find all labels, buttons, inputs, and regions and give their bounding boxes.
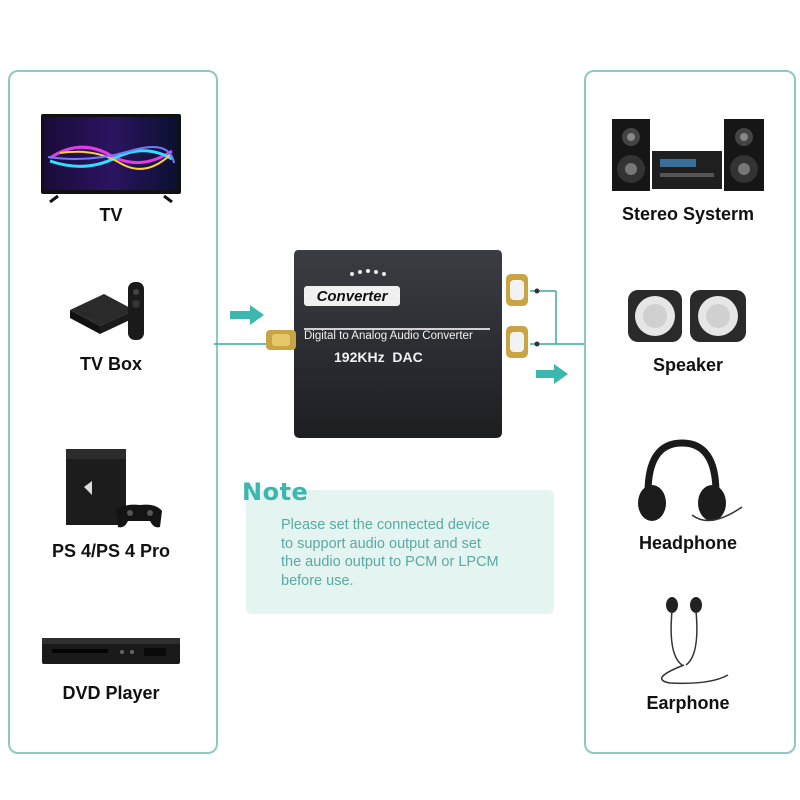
tv-box-icon [64, 280, 160, 344]
source-label-dvd-player: DVD Player [62, 683, 160, 703]
note-line: Please set the connected device [281, 517, 490, 533]
converter-brand-label: Converter [316, 288, 388, 305]
game-console-icon [64, 447, 164, 531]
source-label-tv-box: TV Box [79, 354, 142, 374]
output-label-speaker: Speaker [652, 355, 724, 375]
note-line: to support audio output and set [281, 535, 481, 552]
earphone-icon [640, 595, 740, 685]
converter-spec: 192KHz DAC [334, 349, 423, 365]
source-label-ps4: PS 4/PS 4 Pro [51, 541, 171, 561]
output-label-earphone: Earphone [646, 693, 730, 713]
stereo-system-icon [610, 117, 766, 193]
converter-description: Digital to Analog Audio Converter [304, 330, 473, 342]
output-label-headphone: Headphone [638, 533, 737, 553]
note-title: Note [242, 478, 309, 506]
tv-icon [40, 113, 182, 203]
note-box [246, 490, 554, 614]
converter-device [266, 246, 538, 442]
headphone-icon [630, 437, 746, 527]
source-label-tv: TV [99, 205, 123, 225]
note-text: Please set the connected device to suppo… [281, 516, 543, 590]
output-arrow-icon [536, 364, 568, 384]
input-arrow-icon [230, 305, 264, 325]
speaker-icon [626, 286, 750, 346]
note-line: before use. [281, 572, 354, 589]
output-label-stereo: Stereo Systerm [621, 204, 755, 224]
note-line: the audio output to PCM or LPCM [281, 554, 499, 570]
dvd-player-icon [40, 632, 182, 672]
